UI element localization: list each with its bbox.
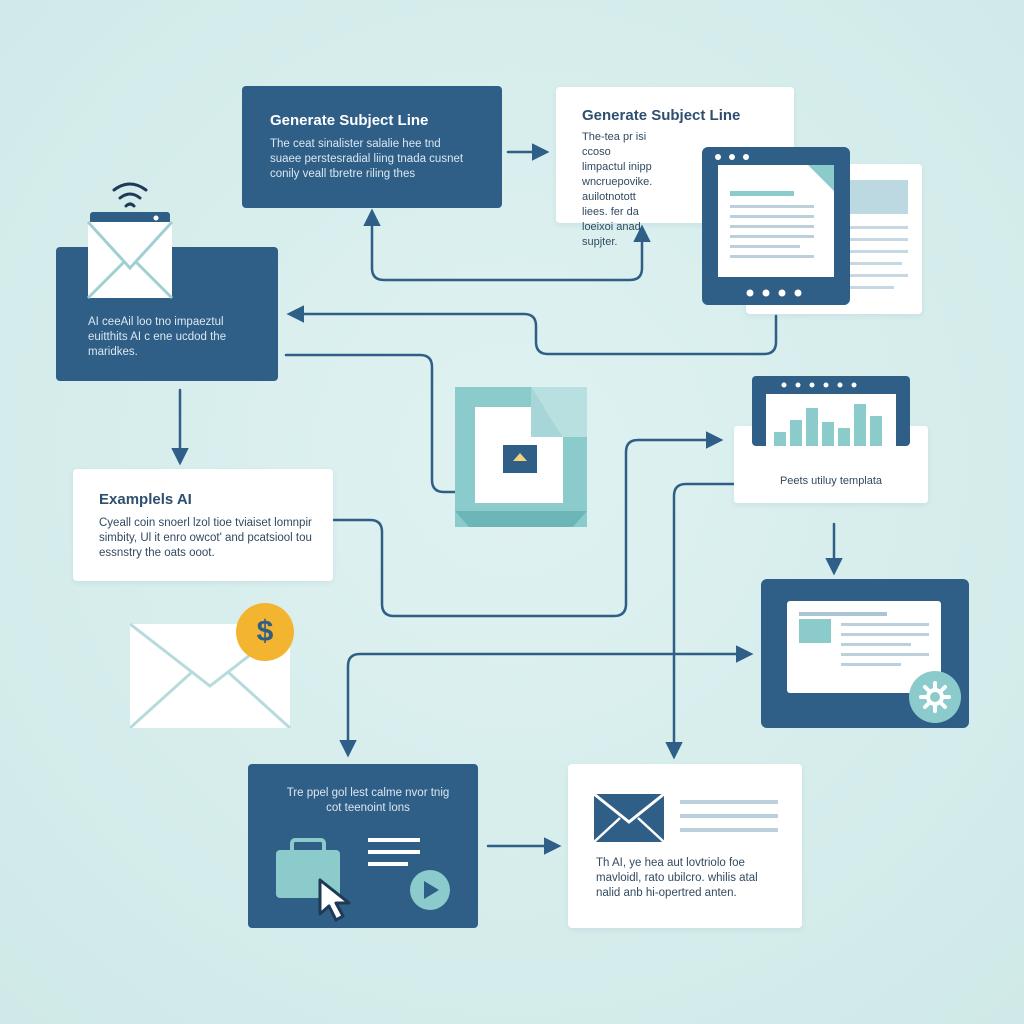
launch-card[interactable]: Tre ppel gol lest calme nvor tnig cot te… xyxy=(248,764,478,928)
subject-line-secondary-title: Generate Subject Line xyxy=(582,107,741,124)
ai-personalize-body: AI ceeAil loo tno impaeztul euitthits AI… xyxy=(88,316,227,358)
connector-examples-to-template xyxy=(332,431,724,618)
play-icon[interactable] xyxy=(410,870,450,910)
launch-illustration xyxy=(276,838,450,910)
send-body: Th AI, ye hea aut lovtriolo foe mavloidl… xyxy=(596,857,758,899)
subject-line-body: The ceat sinalister salalie hee tnd suae… xyxy=(270,138,464,180)
cursor-icon xyxy=(316,876,356,922)
template-caption: Peets utiluy templata xyxy=(779,475,883,487)
subject-line-secondary-body: The-tea pr isi ccoso limpactul inipp wnc… xyxy=(582,131,653,248)
examples-title: Examplels AI xyxy=(99,491,192,508)
dashboard-icon xyxy=(787,601,941,693)
subject-line-card-primary[interactable]: Generate Subject Line The ceat sinaliste… xyxy=(242,86,502,208)
connector-loop-up xyxy=(363,208,651,282)
bar-chart-icon xyxy=(752,376,910,446)
document-icon xyxy=(850,180,908,289)
tablet-document-icon xyxy=(715,154,834,297)
connector-ai-to-center xyxy=(284,353,457,494)
connector-template-to-send xyxy=(665,482,736,760)
examples-body: Cyeall coin snoerl lzol tioe tviaiset lo… xyxy=(99,517,312,559)
connector-tablet-to-ai xyxy=(286,305,778,356)
examples-card[interactable]: Examplels AI Cyeall coin snoerl lzol tio… xyxy=(73,469,333,581)
connector-to-dashboard-and-launch xyxy=(339,645,754,758)
subject-line-title: Generate Subject Line xyxy=(270,112,429,129)
envelope-icon xyxy=(593,792,778,843)
dollar-icon: $ xyxy=(236,603,294,661)
tablet-device[interactable] xyxy=(702,147,850,305)
send-card[interactable]: Th AI, ye hea aut lovtriolo foe mavloidl… xyxy=(568,764,802,928)
document-box-icon[interactable] xyxy=(455,387,587,527)
envelope-with-wifi-icon xyxy=(84,176,176,300)
dollar-symbol: $ xyxy=(256,615,274,648)
launch-body: Tre ppel gol lest calme nvor tnig cot te… xyxy=(286,787,450,814)
gear-icon[interactable] xyxy=(909,671,961,723)
